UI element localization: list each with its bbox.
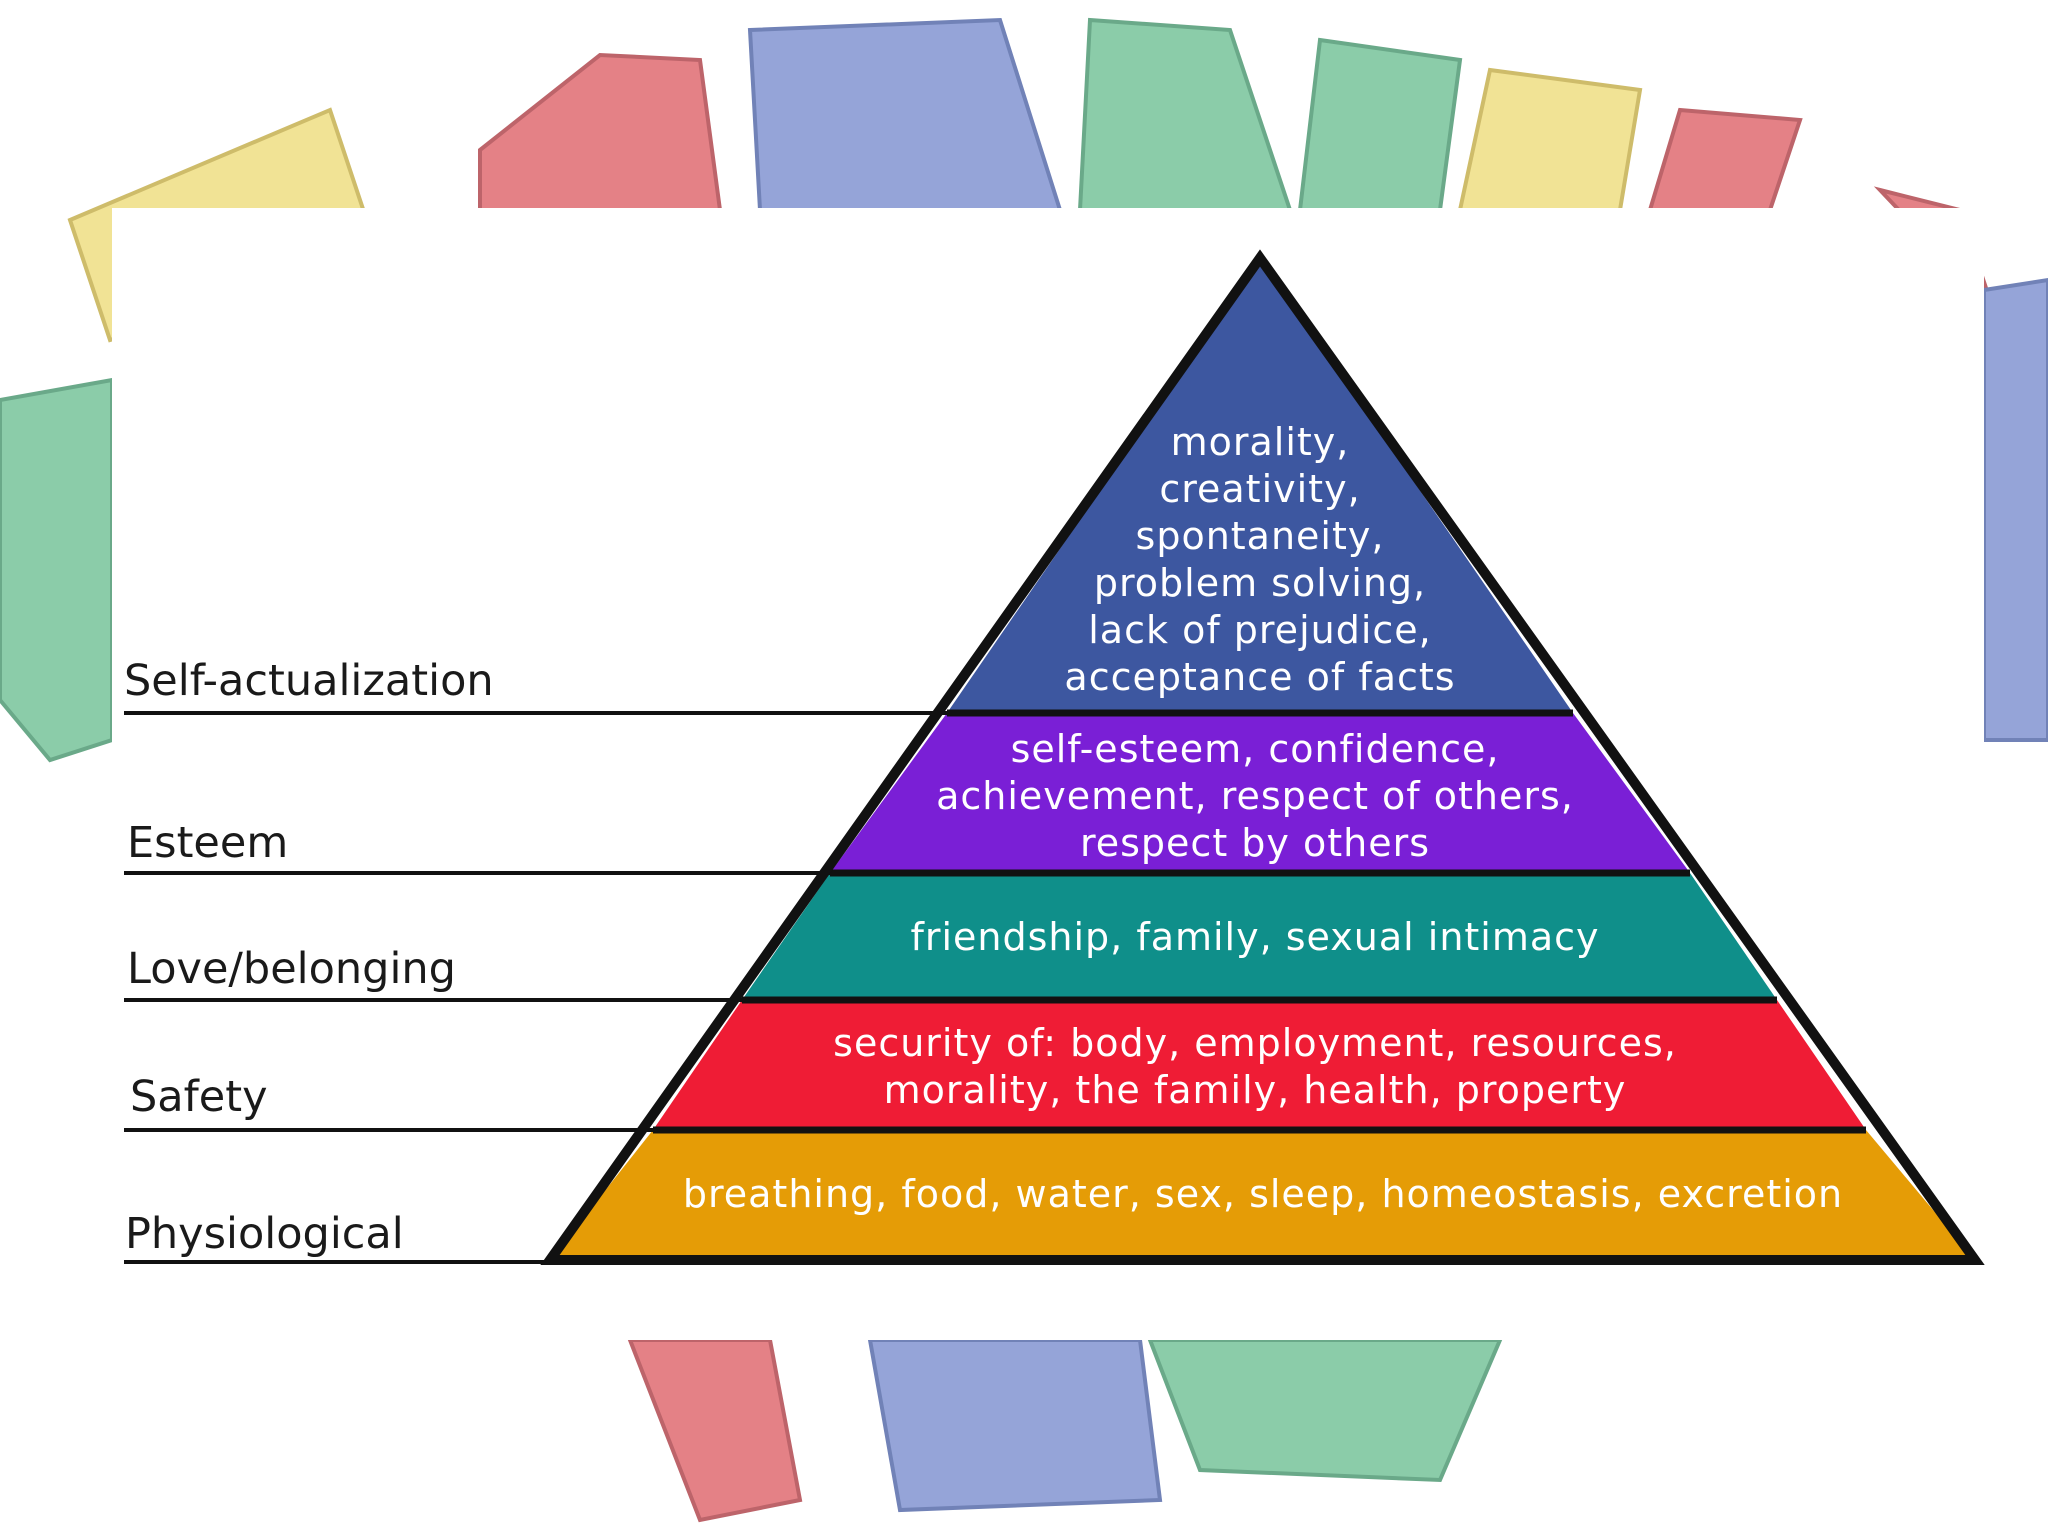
tier-safety	[653, 1000, 1866, 1130]
self-actualization-line: spontaneity,	[1136, 514, 1385, 558]
label-physiological: Physiological	[125, 1209, 404, 1259]
decorative-letter-blocks	[0, 17, 2048, 1523]
esteem-line: achievement, respect of others,	[936, 774, 1574, 818]
self-actualization-line: acceptance of facts	[1064, 655, 1455, 699]
physiological-line: breathing, food, water, sex, sleep, home…	[683, 1172, 1843, 1216]
label-esteem: Esteem	[127, 818, 288, 868]
self-actualization-line: morality,	[1171, 420, 1350, 464]
love-belonging-line: friendship, family, sexual intimacy	[910, 915, 1599, 959]
self-actualization-line: lack of prejudice,	[1088, 608, 1432, 652]
tier-separators	[653, 709, 1866, 1134]
esteem-line: respect by others	[1080, 821, 1430, 865]
self-actualization-line: problem solving,	[1094, 561, 1426, 605]
self-actualization-line: creativity,	[1159, 467, 1360, 511]
label-self-actualization: Self-actualization	[124, 656, 494, 706]
safety-line: security of: body, employment, resources…	[833, 1021, 1677, 1065]
tier-physiological	[550, 1130, 1975, 1260]
tier-self-actualization	[947, 258, 1573, 713]
safety-line: morality, the family, health, property	[884, 1068, 1627, 1112]
label-safety: Safety	[130, 1072, 268, 1122]
pyramid-outline	[540, 249, 1985, 1265]
tier-esteem	[830, 713, 1690, 873]
leader-lines	[124, 711, 947, 1264]
esteem-line: self-esteem, confidence,	[1011, 727, 1500, 771]
tier-love-belonging	[742, 873, 1777, 1000]
label-love-belonging: Love/belonging	[127, 944, 456, 994]
